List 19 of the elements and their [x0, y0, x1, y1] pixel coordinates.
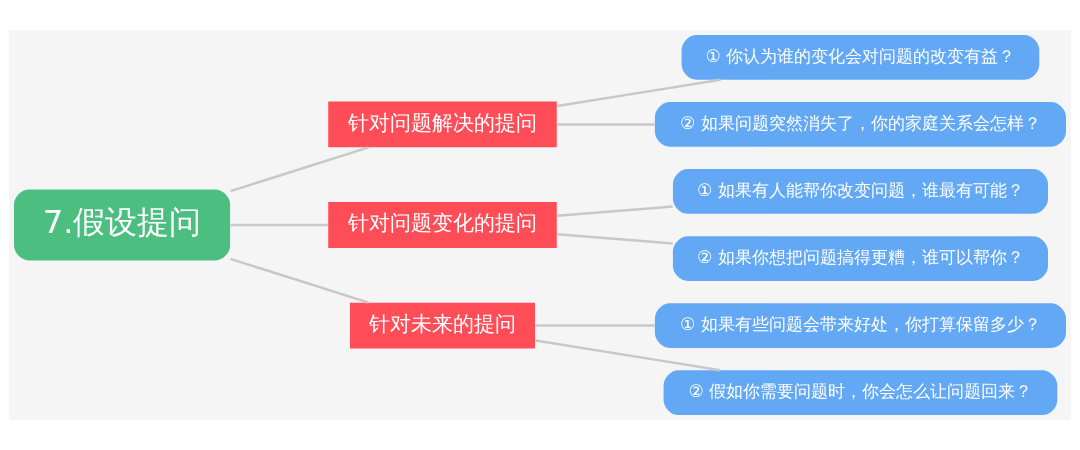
- node-box: ① 如果有些问题会带来好处，你打算保留多少？: [654, 303, 1066, 348]
- node-box: 针对问题解决的提问: [328, 101, 557, 148]
- connector: [230, 223, 328, 227]
- connector: [535, 324, 655, 327]
- node-box: 针对未来的提问: [349, 302, 536, 349]
- node-box: 7.假设提问: [14, 189, 231, 261]
- node-box: ② 如果问题突然消失了，你的家庭关系会怎样？: [654, 102, 1066, 147]
- node-box: ② 如果你想把问题搞得更糟，谁可以帮你？: [672, 236, 1048, 281]
- connector: [557, 123, 655, 126]
- connector: [230, 146, 369, 193]
- connector: [557, 78, 721, 108]
- connector: [557, 232, 673, 245]
- node-box: ② 假如你需要问题时，你会怎么让问题回来？: [663, 370, 1058, 416]
- connector: [535, 339, 721, 372]
- node-box: ① 如果有人能帮你改变问题，谁最有可能？: [672, 169, 1048, 214]
- node-box: 针对问题变化的提问: [328, 202, 557, 248]
- node-box: ① 你认为谁的变化会对问题的改变有益？: [681, 34, 1040, 80]
- connector: [557, 205, 673, 218]
- connector: [230, 257, 369, 304]
